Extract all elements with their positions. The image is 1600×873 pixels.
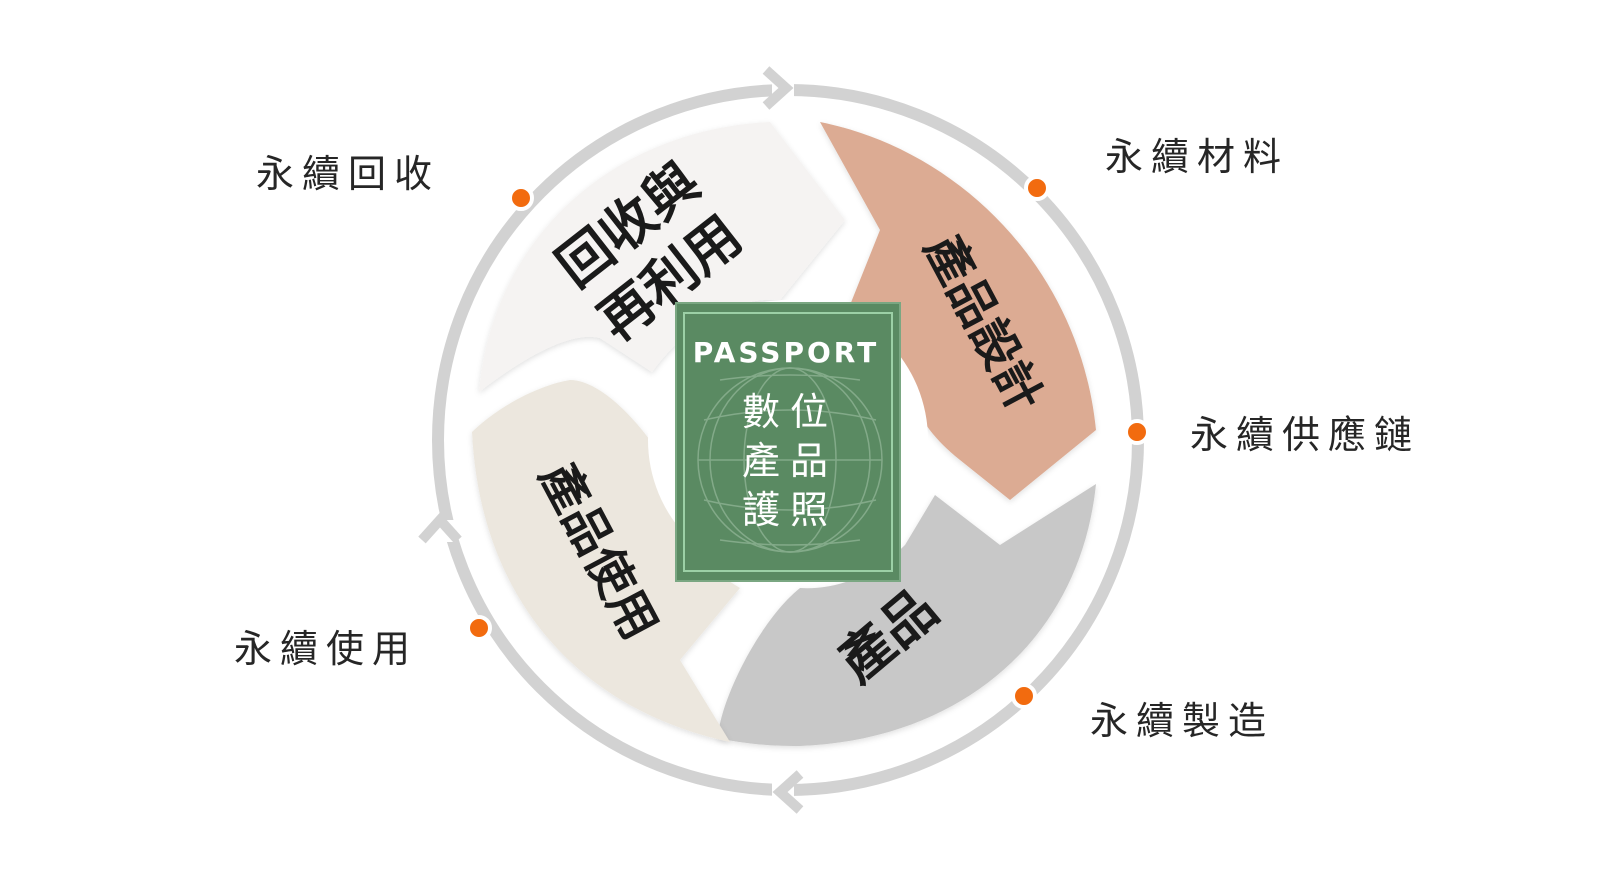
segment-recycle-reuse [479, 122, 845, 392]
dot-recycle [508, 185, 534, 211]
passport-title-line1: 數位 [742, 390, 838, 434]
dot-usage [466, 615, 492, 641]
label-sustainable-manufacturing: 永續製造 [1090, 699, 1275, 743]
arrow-icon [762, 66, 794, 110]
segment-product-usage [472, 380, 740, 742]
globe-icon [697, 367, 883, 553]
milestone-dots [466, 175, 1150, 709]
dot-manufacturing [1011, 683, 1037, 709]
label-sustainable-materials: 永續材料 [1105, 135, 1290, 179]
label-sustainable-usage: 永續使用 [234, 627, 419, 671]
arrow-icon [772, 770, 804, 814]
dot-materials [1024, 175, 1050, 201]
passport-title-line2: 產品 [742, 439, 838, 483]
label-sustainable-supply-chain: 永續供應鏈 [1190, 413, 1421, 457]
passport-card: PASSPORT 數位 產品 護照 [675, 302, 901, 582]
passport-header: PASSPORT [693, 336, 879, 369]
passport-title-line3: 護照 [742, 488, 838, 532]
dot-supply-chain [1124, 419, 1150, 445]
label-sustainable-recycling: 永續回收 [256, 152, 441, 196]
arrow-icon [418, 512, 462, 544]
segment-product [718, 484, 1096, 746]
segment-product-design [820, 122, 1096, 500]
